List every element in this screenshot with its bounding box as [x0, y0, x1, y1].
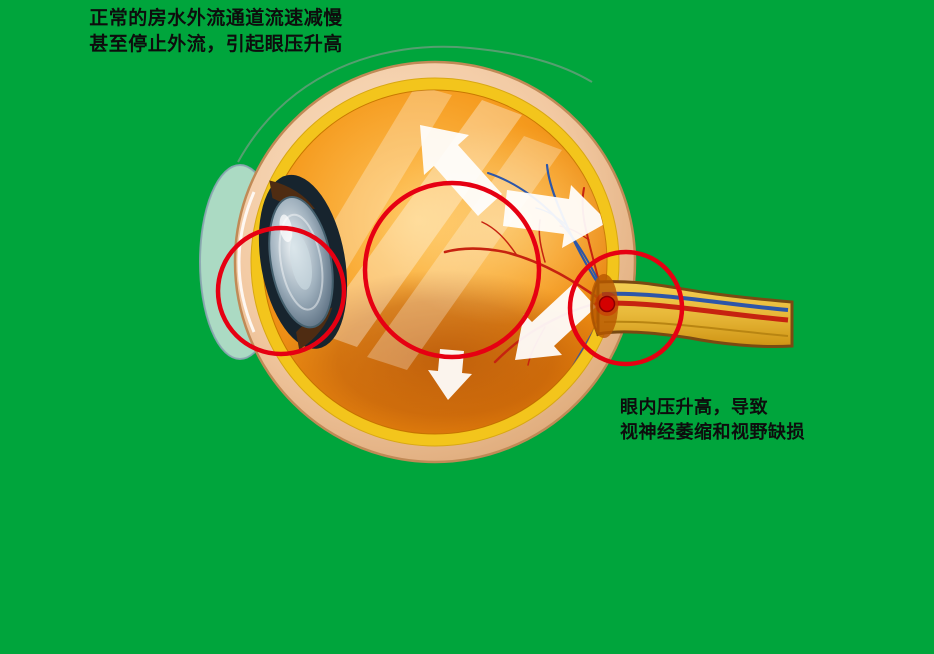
- annotation-aqueous-outflow: 正常的房水外流通道流速减慢 甚至停止外流，引起眼压升高: [58, 5, 374, 57]
- optic-nerve-vein: [601, 291, 789, 312]
- pressure-arrows: [420, 125, 607, 400]
- annotation-aqueous-line-2: 甚至停止外流，引起眼压升高: [89, 33, 343, 55]
- highlight-circles: [215, 180, 685, 367]
- annotation-aqueous-line-1: 正常的房水外流通道流速减慢: [89, 7, 343, 29]
- cornea-inner-line: [237, 191, 256, 333]
- optic-nerve: [590, 274, 794, 349]
- highlight-circle-lens: [215, 225, 347, 357]
- highlight-circle-optic-nerve: [567, 249, 685, 367]
- pressure-arrow-down: [428, 349, 472, 400]
- optic-disc-dot: [598, 295, 616, 313]
- annotation-optic-nerve-damage: 眼内压升高，导致 视神经萎缩和视野缺损: [620, 395, 805, 445]
- pressure-arrow-right: [503, 185, 607, 248]
- outer-membrane-arc: [237, 45, 593, 163]
- annotation-pressure-line-2: 视神经萎缩和视野缺损: [620, 422, 805, 443]
- annotation-pressure-line-1: 眼内压升高，导致: [620, 397, 768, 418]
- highlight-circle-vitreous: [362, 180, 542, 360]
- optic-nerve-sheath: [596, 280, 794, 349]
- lens-ring: [278, 213, 324, 311]
- optic-nerve-fiber-line: [603, 320, 789, 337]
- optic-nerve-artery: [601, 300, 789, 323]
- lens-core: [290, 234, 312, 290]
- pressure-arrow-down-left: [515, 283, 596, 360]
- pressure-arrow-up-left: [420, 125, 502, 216]
